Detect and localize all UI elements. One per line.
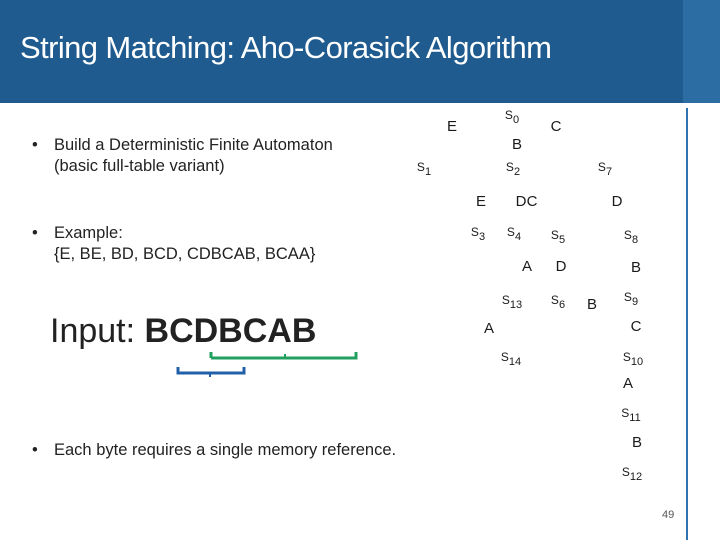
bullet-text: Example: (54, 224, 123, 242)
page-number: 49 (662, 509, 675, 521)
edge-label-s10-s11: A (623, 375, 633, 392)
edge-label-s8-s9: B (631, 259, 641, 276)
bullet-marker: • (32, 136, 38, 154)
state-s10: S10 (623, 350, 643, 368)
state-s4: S4 (507, 225, 521, 243)
bullet-marker: • (32, 441, 38, 459)
bullet-subtext: {E, BE, BD, BCD, CDBCAB, BCAA} (54, 245, 316, 263)
accent-vertical-line (686, 108, 688, 540)
state-s3: S3 (471, 225, 485, 243)
slide-header: String Matching: Aho-Corasick Algorithm (0, 0, 720, 103)
edge-label-s2-s3: E (476, 193, 486, 210)
state-s0: S0 (505, 108, 519, 126)
state-s7: S7 (598, 160, 612, 178)
edge-label-s2-s5: C (527, 193, 538, 210)
bullet-text: Build a Deterministic Finite Automaton (54, 136, 333, 154)
edge-label-s6-s9: B (587, 296, 597, 313)
edge-label-s5-s6: D (556, 258, 567, 275)
edge-label-s0-s1: E (447, 118, 457, 135)
state-s11: S11 (621, 406, 640, 424)
state-s13: S13 (502, 293, 522, 311)
bullet-marker: • (32, 224, 38, 242)
state-s2: S2 (506, 160, 520, 178)
state-s6: S6 (551, 293, 565, 311)
state-s12: S12 (622, 465, 642, 483)
edge-label-s11-s12: B (632, 434, 642, 451)
state-s5: S5 (551, 228, 565, 246)
edge-label-s7-s8: D (612, 193, 623, 210)
bullet-build-dfa: • Build a Deterministic Finite Automaton… (32, 135, 333, 177)
edge-label-s5-s13: A (522, 258, 532, 275)
bullet-memory-reference: • Each byte requires a single memory ref… (32, 440, 397, 461)
edge-label-s0-s2: B (512, 136, 522, 153)
slide-title: String Matching: Aho-Corasick Algorithm (20, 30, 552, 65)
bullet-text: Each byte requires a single memory refer… (54, 441, 397, 459)
green-bracket (211, 352, 358, 360)
input-value: BCDBCAB (144, 312, 317, 350)
state-s9: S9 (624, 290, 638, 308)
bullet-subtext: (basic full-table variant) (54, 157, 225, 175)
bullet-example: • Example: {E, BE, BD, BCD, CDBCAB, BCAA… (32, 223, 316, 265)
state-s8: S8 (624, 228, 638, 246)
edge-label-s9-s10: C (631, 318, 642, 335)
input-string: Input: BCDBCAB (50, 312, 316, 351)
state-s1: S1 (417, 160, 431, 178)
edge-label-s2-s4: D (516, 193, 527, 210)
state-s14: S14 (501, 350, 521, 368)
edge-label-s0-s7: C (551, 118, 562, 135)
header-accent-stripe (683, 0, 720, 103)
edge-label-s13-s14: A (484, 320, 494, 337)
blue-bracket (176, 367, 246, 375)
input-label: Input: (50, 312, 145, 350)
